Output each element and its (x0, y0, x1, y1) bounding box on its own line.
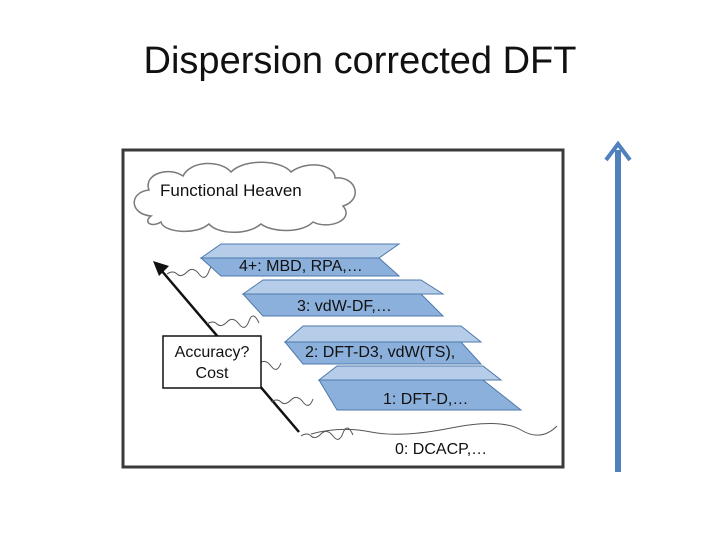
cost-label: Cost (196, 365, 229, 382)
rung-4-label: 4+: MBD, RPA,… (239, 258, 363, 275)
rung-1-label: 1: DFT-D,… (383, 391, 468, 408)
jacobs-ladder-figure: Functional Heaven Accuracy? Cost 4+: MBD… (121, 148, 565, 469)
accuracy-cost-box (162, 335, 262, 389)
accuracy-label: Accuracy? (175, 344, 250, 361)
rung-4-slab (199, 243, 401, 277)
rung-3-label: 3: vdW-DF,… (297, 298, 392, 315)
rung-2-slab (283, 325, 483, 365)
rung-3-slab (241, 279, 445, 317)
cloud-label: Functional Heaven (160, 181, 302, 200)
slide-title: Dispersion corrected DFT (143, 40, 577, 82)
rung-1-slab (317, 365, 523, 411)
vertical-arrow (600, 136, 636, 481)
accuracy-arrow-head (153, 261, 169, 276)
rung-2-label-line1: 2: DFT-D3, vdW(TS), (305, 344, 455, 361)
cloud-shape (133, 161, 356, 233)
rung-0-label: 0: DCACP,… (395, 441, 487, 458)
vertical-arrow-head (604, 140, 632, 162)
